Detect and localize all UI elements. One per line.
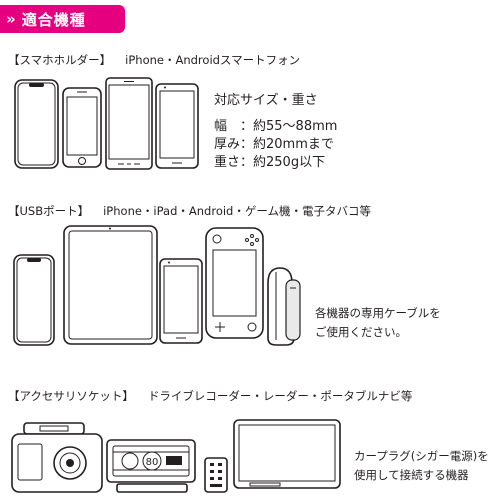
android-phone-large-icon [105, 77, 153, 170]
usb-cable-note: 各機器の専用ケーブルを ご使用ください。 [315, 304, 441, 342]
holder-specs: 対応サイズ・重さ 幅 ：約55～88mm 厚み：約20mmまで 重さ：約250g… [214, 92, 337, 172]
remote-control-icon [204, 457, 228, 493]
usb-note-line-2: ご使用ください。 [315, 325, 407, 339]
spec-weight: 重さ：約250g以下 [214, 155, 326, 170]
accessory-socket-title: 【アクセサリソケット】ドライブレコーダー・レーダー・ポータブルナビ等 [8, 388, 412, 404]
phone-home-button-icon [62, 87, 102, 168]
android-phone-small-icon [155, 83, 199, 169]
android-phone-icon-2 [159, 258, 203, 344]
dashcam-icon [11, 422, 103, 493]
phone-notch-icon-2 [13, 254, 55, 346]
portable-navigation-icon [233, 419, 341, 489]
usb-port-devices: iPhone・iPad・Android・ゲーム機・電子タバコ等 [103, 204, 372, 218]
game-console-icon [205, 227, 264, 339]
spec-width: 幅 ：約55～88mm [214, 119, 338, 134]
usb-note-line-1: 各機器の専用ケーブルを [315, 306, 441, 320]
compatible-devices-badge: » 適合機種 [0, 5, 125, 33]
car-plug-note-line-1: カープラグ(シガー電源)を [354, 449, 489, 463]
accessory-socket-tag: 【アクセサリソケット】 [8, 389, 134, 403]
specs-heading: 対応サイズ・重さ [214, 93, 318, 108]
car-plug-note-line-2: 使用して接続する機器 [354, 468, 469, 482]
spec-thickness: 厚み：約20mmまで [214, 137, 334, 152]
radar-detector-icon [106, 439, 196, 493]
e-cigarette-icon [267, 267, 301, 346]
badge-label: 適合機種 [21, 10, 86, 29]
tablet-icon [63, 225, 158, 345]
usb-port-tag: 【USBポート】 [8, 204, 90, 218]
smartphone-holder-tag: 【スマホホルダー】 [8, 53, 112, 67]
usb-port-title: 【USBポート】 iPhone・iPad・Android・ゲーム機・電子タバコ等 [8, 203, 371, 219]
double-chevron-icon: » [6, 10, 17, 28]
smartphone-holder-title: 【スマホホルダー】 iPhone・Androidスマートフォン [8, 52, 300, 68]
smartphone-holder-devices: iPhone・Androidスマートフォン [125, 53, 301, 67]
car-plug-note: カープラグ(シガー電源)を 使用して接続する機器 [354, 447, 489, 485]
radar-reading: 80 [146, 457, 159, 468]
accessory-socket-devices: ドライブレコーダー・レーダー・ポータブルナビ等 [147, 389, 413, 403]
phone-notch-icon [14, 79, 59, 169]
